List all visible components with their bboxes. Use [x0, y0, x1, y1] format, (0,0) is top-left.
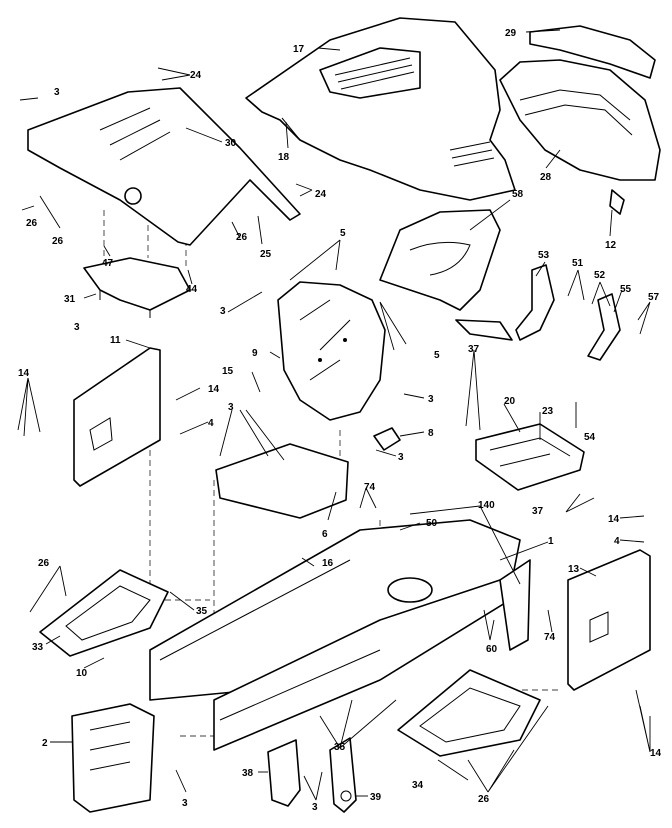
callout-3-a: 3 [54, 87, 60, 98]
callout-26-e: 26 [478, 794, 490, 805]
callout-3-g: 3 [398, 452, 404, 463]
frame-plate [499, 559, 531, 651]
callout-31: 31 [64, 294, 76, 305]
callout-17: 17 [293, 44, 305, 55]
callout-34: 34 [412, 780, 424, 791]
air-baffle [379, 209, 501, 311]
grille-strip [529, 25, 656, 79]
callout-74-a: 74 [364, 482, 376, 493]
callout-30: 30 [225, 138, 237, 149]
callout-26-d: 26 [38, 558, 50, 569]
callout-140: 140 [478, 500, 495, 511]
callout-74-b: 74 [544, 632, 556, 643]
left-side-panel [73, 347, 161, 487]
callout-20: 20 [504, 396, 516, 407]
callout-24-b: 24 [315, 189, 327, 200]
front-bracket [71, 703, 155, 813]
callout-3-e: 3 [228, 402, 234, 413]
leader-lines [17, 29, 651, 801]
callout-35-a: 35 [196, 606, 208, 617]
callout-57: 57 [648, 292, 660, 303]
callout-14-b: 14 [208, 384, 220, 395]
callout-28: 28 [540, 172, 552, 183]
callout-37-a: 37 [468, 344, 480, 355]
battery-plate [215, 443, 349, 519]
callout-4-a: 4 [208, 418, 214, 429]
callout-44: 44 [186, 284, 198, 295]
callout-53: 53 [538, 250, 550, 261]
callout-13: 13 [568, 564, 580, 575]
callout-2: 2 [42, 738, 48, 749]
callout-9: 9 [252, 348, 258, 359]
clip [609, 189, 625, 215]
callout-39: 39 [370, 792, 382, 803]
callout-35-b: 35 [334, 742, 346, 753]
axle-bracket [475, 423, 585, 491]
callout-12: 12 [605, 240, 617, 251]
callout-47: 47 [102, 258, 114, 269]
dash-panel [27, 87, 301, 246]
callout-54: 54 [584, 432, 596, 443]
callout-3-c: 3 [74, 322, 80, 333]
callout-3-f: 3 [428, 394, 434, 405]
callout-6: 6 [322, 529, 328, 540]
steering-support [83, 257, 191, 318]
callout-38-label: 38 [242, 768, 254, 779]
callout-26-c: 26 [236, 232, 248, 243]
callout-25: 25 [260, 249, 272, 260]
callout-33: 33 [32, 642, 44, 653]
callout-3-d: 3 [220, 306, 226, 317]
callout-58: 58 [512, 189, 524, 200]
wire-clip [373, 427, 401, 451]
callout-52: 52 [594, 270, 606, 281]
callout-18: 18 [278, 152, 290, 163]
callout-26-b: 26 [52, 236, 64, 247]
hitch-brackets [267, 737, 357, 813]
callout-51: 51 [572, 258, 584, 269]
callout-11: 11 [110, 335, 121, 346]
callout-10: 10 [76, 668, 88, 679]
callout-16: 16 [322, 558, 334, 569]
hood [245, 17, 516, 201]
callout-1: 1 [548, 536, 554, 547]
callout-4-b: 4 [614, 536, 620, 547]
hood-brackets [455, 264, 621, 361]
callout-8: 8 [428, 428, 434, 439]
callout-37-b: 37 [532, 506, 544, 517]
callout-5-a: 5 [340, 228, 346, 239]
callout-5-b: 5 [434, 350, 440, 361]
callout-23: 23 [542, 406, 554, 417]
callout-15: 15 [222, 366, 234, 377]
callout-29: 29 [505, 28, 517, 39]
callout-3-i: 3 [312, 802, 318, 813]
callout-50: 50 [426, 518, 438, 529]
left-footrest [39, 569, 169, 657]
dash-support [277, 281, 386, 421]
callout-14-c: 14 [608, 514, 620, 525]
callout-24-a: 24 [190, 70, 202, 81]
callout-55: 55 [620, 284, 632, 295]
grille [499, 59, 661, 181]
right-side-panel [567, 549, 651, 691]
callout-14-a: 14 [18, 368, 30, 379]
callout-3-h: 3 [182, 798, 188, 809]
callout-14-d: 14 [650, 748, 662, 759]
callout-60: 60 [486, 644, 498, 655]
callout-labels: 3 24 30 17 18 29 28 12 24 26 26 26 25 47… [18, 28, 662, 813]
callout-26-a: 26 [26, 218, 38, 229]
right-footrest [397, 669, 541, 757]
